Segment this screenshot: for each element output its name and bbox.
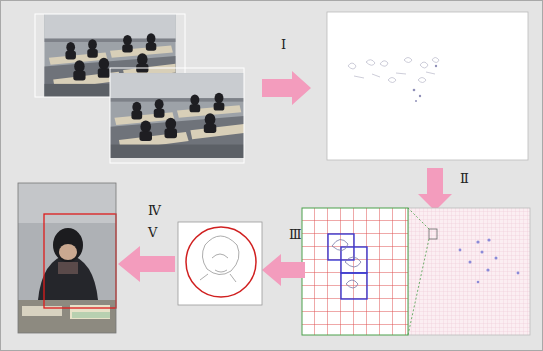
step-numeral: Ⅴ — [148, 226, 157, 239]
step-numeral: Ⅱ — [460, 172, 469, 185]
step-numeral: Ⅰ — [281, 38, 286, 51]
step-numeral: Ⅳ — [148, 204, 161, 217]
step-numeral: Ⅲ — [289, 228, 302, 241]
